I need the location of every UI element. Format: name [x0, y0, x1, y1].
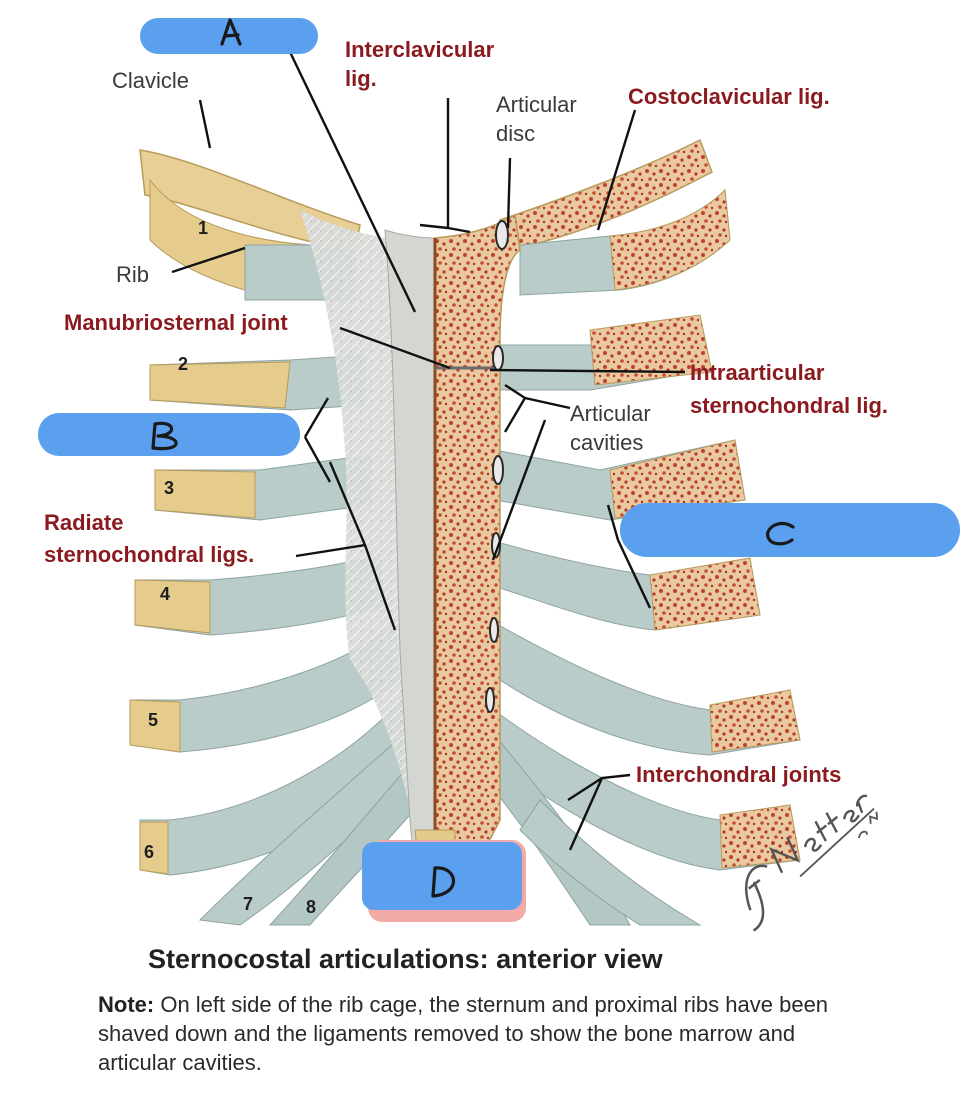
- rib-number-6: 6: [144, 842, 154, 862]
- rib-5-right: [484, 619, 801, 756]
- label-intraarticular-line2: sternochondral lig.: [690, 393, 888, 418]
- label-articular-disc-line2: disc: [496, 121, 535, 146]
- rib-4-left: [134, 554, 386, 636]
- label-articular-disc-line1: Articular: [496, 92, 577, 117]
- leader-lines: [171, 51, 686, 880]
- rib-number-5: 5: [148, 710, 158, 730]
- label-intraarticular-line1: Intraarticular: [690, 360, 825, 385]
- label-rib: Rib: [116, 262, 149, 287]
- label-radiate-line1: Radiate: [44, 510, 123, 535]
- mask-c: C: [620, 503, 960, 557]
- label-costoclavicular: Costoclavicular lig.: [628, 84, 830, 109]
- label-manubriosternal: Manubriosternal joint: [64, 310, 288, 335]
- mask-a: A: [140, 18, 318, 54]
- figure-title: Sternocostal articulations: anterior vie…: [148, 944, 663, 974]
- figure-note: Note: On left side of the rib cage, the …: [98, 990, 878, 1077]
- rib-4-right: [489, 539, 761, 631]
- label-clavicle: Clavicle: [112, 68, 189, 93]
- label-articular-cavities-line1: Articular: [570, 401, 651, 426]
- mask-b: B: [38, 413, 300, 456]
- label-articular-cavities-line2: cavities: [570, 430, 643, 455]
- label-radiate-line2: sternochondral ligs.: [44, 542, 254, 567]
- mask-d: D: [362, 840, 526, 922]
- rib-number-7: 7: [243, 894, 253, 914]
- netter-signature: [745, 794, 879, 932]
- clavicle-right: [499, 138, 713, 251]
- rib-2-right: [499, 314, 713, 391]
- rib-6-left: [139, 688, 421, 876]
- label-interchondral: Interchondral joints: [636, 762, 841, 787]
- rib-7-8-left: [198, 719, 441, 926]
- rib-number-8: 8: [306, 897, 316, 917]
- rib-number-1: 1: [198, 218, 208, 238]
- label-interclavicular-line1: Interclavicular: [345, 37, 495, 62]
- rib-number-4: 4: [160, 584, 170, 604]
- rib-3-left: [154, 454, 371, 521]
- note-lead: Note:: [98, 992, 155, 1017]
- label-interclavicular-line2: lig.: [345, 66, 377, 91]
- rib-1-right: [519, 188, 731, 296]
- rib-number-2: 2: [178, 354, 188, 374]
- rib-number-3: 3: [164, 478, 174, 498]
- note-text: On left side of the rib cage, the sternu…: [98, 992, 829, 1075]
